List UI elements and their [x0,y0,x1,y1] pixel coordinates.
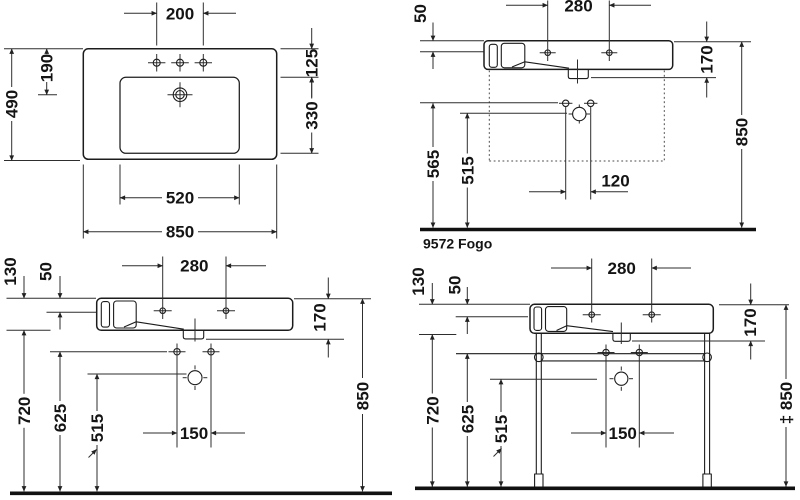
tap-hole-icon [175,58,185,67]
fixing-hole-icon [586,99,595,108]
side-view: 280 50 170 565 515 [411,0,756,252]
dim-fw-drain-height: 515 [88,414,107,442]
dim-fc-rim-height: ‡ 850 [777,382,796,425]
fixing-hole-icon [561,99,570,108]
dim-plan-overall-depth: 490 [3,90,22,118]
dim-fc-clearance-height: 720 [423,396,442,424]
dim-side-rim-step: 50 [411,4,430,23]
dim-fc-tap-spacing: 280 [608,259,636,278]
plan-sink-outline [82,48,278,161]
plan-basin-rect [119,76,240,154]
dim-fc-edge-thickness: 130 [409,267,428,295]
rail-joint-icon [702,352,712,363]
dim-side-rim-height: 850 [733,118,752,146]
product-code-label: 9572 Fogo [423,236,492,252]
waste-outlet-icon [187,370,203,386]
dim-plan-drain-from-rear: 190 [38,54,57,82]
dim-fw-fixing-spacing: 150 [180,424,208,443]
dim-fc-rim-step: 50 [446,276,465,295]
dim-fw-edge-thickness: 130 [1,257,20,285]
dim-side-drain-height: 515 [458,156,477,184]
tap-hole-icon [199,58,208,67]
dim-plan-rim-front-depth: 125 [303,49,322,77]
side-dimensions: 280 50 170 565 515 [411,0,752,228]
front-console-view: 280 130 50 170 720 625 [409,258,796,491]
dim-fw-body-height: 170 [311,303,330,331]
metal-console-legs [456,333,712,489]
dim-fw-rim-step: 50 [37,262,56,281]
front-wall-sink-outline [95,297,294,390]
dim-side-body-height: 170 [698,45,717,73]
dim-plan-overall-width: 850 [166,223,194,242]
adjustable-arrow-icon [88,449,97,458]
dim-fc-drain-height: 515 [492,415,511,443]
front-wall-dimensions: 280 130 50 170 720 625 [1,256,373,492]
dim-plan-basin-depth: 330 [303,101,322,129]
drain-hole-icon [172,87,188,103]
waste-outlet-icon [614,371,629,386]
dim-side-fixing-spacing: 120 [601,171,629,190]
plan-dimensions: 200 490 190 125 330 [3,2,322,242]
dim-fc-fixing-height: 625 [458,405,477,433]
rail-joint-icon [533,352,544,363]
dim-fw-rim-height: 850 [354,382,373,410]
drain-stub [567,69,589,80]
dim-fc-fixing-spacing: 150 [609,424,637,443]
waste-outlet-icon [572,106,587,122]
dim-plan-tap-spacing: 200 [166,4,194,23]
adjustable-arrow-icon [493,448,502,457]
plan-view: 200 490 190 125 330 [3,2,322,242]
front-wall-view: 280 130 50 170 720 625 [1,256,392,496]
dim-side-fixing-height: 565 [424,150,443,178]
dim-fw-tap-spacing: 280 [180,257,208,276]
side-sink-outline [483,39,674,162]
dim-fw-fixing-height: 625 [51,404,70,432]
front-console-sink-outline [456,303,715,489]
front-console-dimensions: 280 130 50 170 720 625 [409,258,796,487]
dim-plan-basin-width: 520 [166,189,194,208]
dim-fw-clearance-height: 720 [15,397,34,425]
tap-hole-icon [152,58,161,67]
dim-side-tap-spacing: 280 [564,0,592,15]
dim-fc-body-height: 170 [741,308,760,336]
drain-stub [182,330,205,340]
